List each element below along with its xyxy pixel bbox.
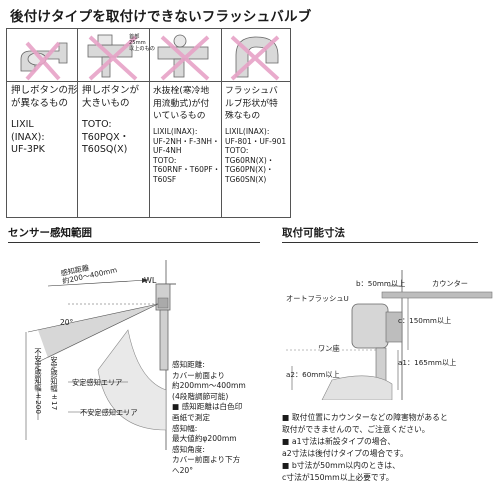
c-dimension-label: c：150mm以上: [398, 316, 452, 325]
cell-4-description: フラッシュバルブ形状が特殊なもの: [225, 86, 278, 121]
sensor-notes: 感知距離: カバー前面より 約200mm〜400mm (4段階調節可能)■ 感知…: [172, 360, 246, 475]
dimensions-heading-rule: [282, 242, 478, 243]
wanza-label: ワン座: [318, 344, 340, 353]
cell-3-models: LIXIL(INAX):UF-2NH・F-3NH・UF-4NH TOTO:T60…: [153, 127, 221, 184]
dimensions-diagram: [286, 270, 493, 400]
sensor-heading-rule: [8, 242, 260, 243]
valve-image-1: [7, 29, 77, 81]
angle-label: 20°: [60, 318, 74, 327]
cell-1-models: LIXIL(INAX):UF-3PK: [11, 119, 45, 155]
unstable-width-label: 不安定感知幅±200: [34, 348, 43, 414]
unstable-area-label: 不安定感知エリア: [80, 408, 138, 417]
cell-1-description: 押しボタンの形が異なるもの: [11, 85, 78, 109]
stable-width-label: 安定感知幅±17: [50, 356, 59, 411]
valve-image-2: [78, 29, 149, 81]
valve-image-4: [222, 29, 292, 81]
sensor-range-diagram: [25, 260, 176, 450]
cell-3-description: 水抜栓(寒冷地用流動式)が付いているもの: [153, 86, 210, 121]
page-title: 後付けタイプを取付けできないフラッシュバルブ: [10, 9, 312, 25]
stable-area-label: 安定感知エリア: [72, 378, 123, 387]
counter-label: カウンター: [432, 279, 468, 288]
valve-image-3: [150, 29, 221, 81]
water-level-label: WL: [144, 276, 157, 285]
a1-dimension-label: a1：165mm以上: [398, 358, 457, 367]
a2-dimension-label: a2：60mm以上: [286, 370, 340, 379]
auto-flush-label: オートフラッシュU: [286, 294, 349, 303]
dimensions-heading: 取付可能寸法: [282, 227, 345, 239]
b-dimension-label: b：50mm以上: [356, 279, 406, 288]
cell-2-description: 押しボタンが大きいもの: [82, 85, 140, 109]
cell-2-models: TOTO:T60PQX・T60SQ(X): [82, 119, 130, 155]
dimensions-notes: ■ 取付位置にカウンターなどの障害物があると 取付ができませんので、ご注意くださ…: [282, 413, 448, 482]
sensor-range-heading: センサー感知範囲: [8, 227, 92, 239]
